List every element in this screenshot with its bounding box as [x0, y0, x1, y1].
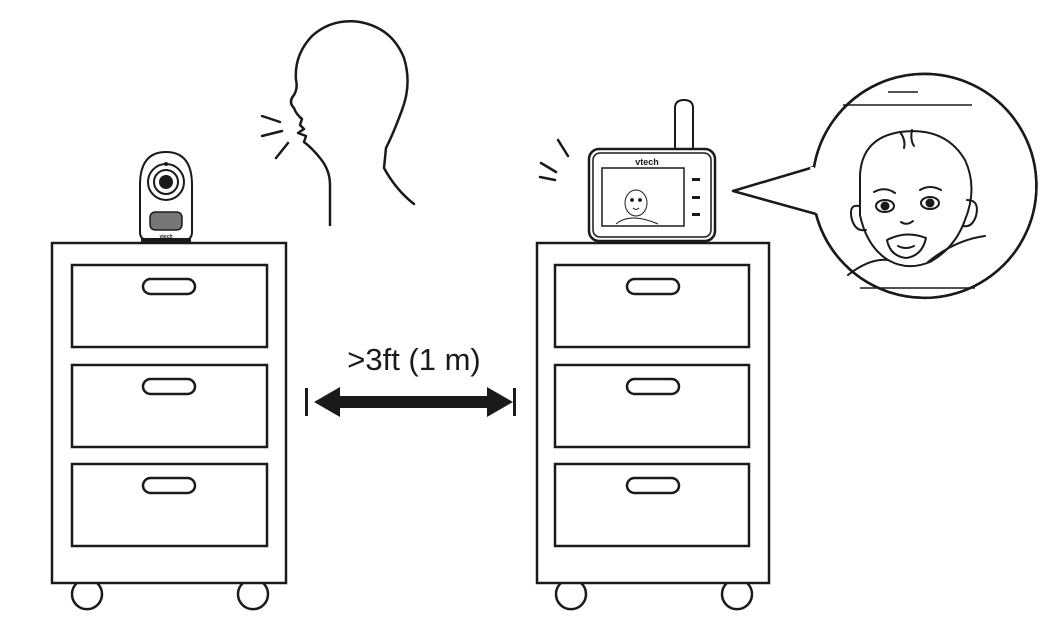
distance-label: >3ft (1 m)	[347, 342, 481, 377]
drawer-handle	[141, 277, 197, 296]
baby-face-icon	[847, 129, 986, 276]
sound-lines	[538, 138, 570, 182]
parent-monitor-icon: vtech	[538, 98, 717, 243]
wheel	[720, 582, 754, 611]
mini-baby-face	[615, 189, 659, 225]
right-cabinet	[535, 241, 771, 611]
drawer-handle	[141, 377, 197, 396]
person-speaking-icon	[260, 20, 416, 227]
monitor-side-icons	[692, 178, 700, 216]
sound-lines	[260, 114, 290, 160]
drawer-handle	[141, 476, 197, 495]
speech-bubble	[731, 72, 1038, 300]
camera-brand-label: vtech	[159, 234, 172, 240]
double-arrow-icon	[305, 387, 516, 417]
wheel	[70, 582, 104, 611]
baby-camera-icon: vtech	[139, 150, 193, 243]
wheel	[236, 582, 270, 611]
monitor-brand-label: vtech	[635, 157, 659, 167]
wheel	[554, 582, 588, 611]
left-cabinet	[50, 241, 288, 611]
drawer-handle	[625, 377, 681, 396]
drawer-handle	[625, 277, 681, 296]
drawer-handle	[625, 476, 681, 495]
